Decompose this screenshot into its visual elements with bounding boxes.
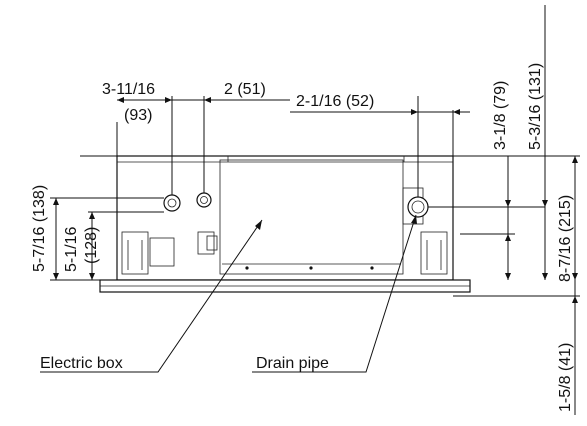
- arrow: [411, 215, 417, 224]
- drain-pipe-inner: [411, 200, 425, 214]
- arrow: [89, 212, 95, 219]
- liquid-pipe: [163, 194, 181, 212]
- right-bracket: [420, 231, 448, 275]
- left-inner-block: [149, 237, 175, 267]
- arrow: [453, 109, 460, 115]
- label-panel-depth: 1-5/8 (41): [557, 343, 574, 412]
- screw-1: [245, 266, 249, 270]
- screw-2: [309, 266, 313, 270]
- dimension-labels: 3-11/16 (93) 2 (51) 2-1/16 (52) 3-1/8 (7…: [31, 63, 574, 412]
- leader-lines: [40, 214, 417, 373]
- callout-electric-box: Electric box: [40, 355, 123, 372]
- dimension-lines: [53, 5, 578, 415]
- terminal-block-2: [206, 235, 218, 251]
- label-left-height-b: 5-1/16: [63, 227, 80, 272]
- arrow: [542, 200, 548, 207]
- arrow: [165, 97, 172, 103]
- unit-body: [116, 155, 454, 281]
- label-drain-height-a: 3-1/8 (79): [492, 81, 509, 150]
- callout-drain-pipe: Drain pipe: [256, 355, 329, 372]
- label-drain-offset: 2-1/16 (52): [296, 93, 374, 110]
- arrow: [572, 296, 578, 303]
- callout-labels: Electric box Drain pipe: [40, 355, 329, 372]
- label-left-offset: 3-11/16: [102, 81, 155, 98]
- extension-lines: [50, 96, 580, 281]
- label-pipe-spacing: 2 (51): [224, 81, 266, 98]
- arrow: [117, 97, 124, 103]
- arrow: [204, 97, 211, 103]
- label-total-height: 8-7/16 (215): [557, 195, 574, 282]
- label-drain-height-b: 5-3/16 (131): [527, 63, 544, 150]
- leader-drain-pipe: [252, 214, 417, 373]
- arrow: [89, 273, 95, 280]
- arrow: [542, 273, 548, 280]
- unit-casing: [116, 155, 454, 281]
- arrow: [53, 198, 59, 205]
- terminal-block: [197, 231, 215, 255]
- arrow: [505, 200, 511, 207]
- arrow: [411, 109, 418, 115]
- drain-pipe: [407, 196, 429, 218]
- label-left-height-b-mm: (128): [83, 227, 100, 264]
- arrow: [53, 273, 59, 280]
- arrow: [505, 234, 511, 241]
- left-bracket: [121, 231, 149, 275]
- liquid-pipe-inner: [167, 198, 177, 208]
- leader-electric-box: [40, 219, 263, 373]
- decoration-panel: [99, 279, 580, 297]
- screw-3: [370, 266, 374, 270]
- arrow: [572, 156, 578, 163]
- arrow: [572, 273, 578, 280]
- gas-pipe: [196, 192, 212, 208]
- arrow: [255, 220, 262, 230]
- label-left-offset-mm: (93): [124, 107, 152, 124]
- label-left-height-a: 5-7/16 (138): [31, 185, 48, 272]
- arrow: [505, 273, 511, 280]
- gas-pipe-inner: [200, 196, 208, 204]
